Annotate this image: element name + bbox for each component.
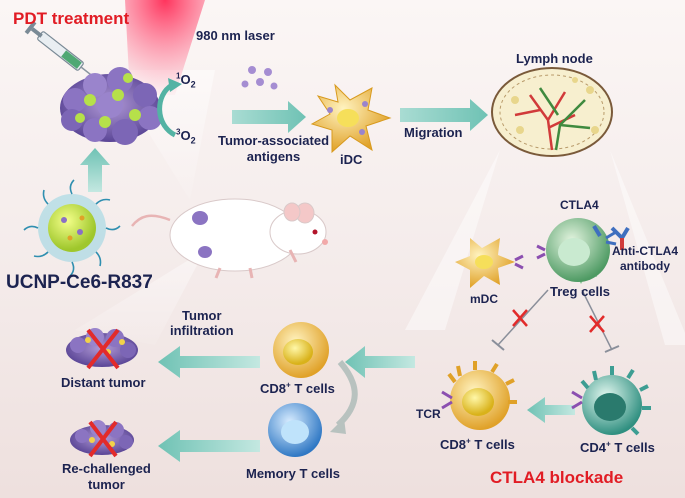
pdt-treatment-title: PDT treatment	[13, 9, 130, 28]
oxygen-conversion-arrow	[157, 82, 177, 138]
oxygen-arrowhead	[168, 78, 182, 92]
cd8-lower-label: CD8+ T cells	[440, 436, 515, 452]
distant-tumor	[66, 328, 138, 370]
lymph-node-label: Lymph node	[516, 51, 593, 66]
arrow-antigens-to-idc	[232, 101, 306, 133]
arrow-cd4-to-cd8	[527, 397, 575, 423]
antigen-dots	[241, 66, 278, 90]
mouse-illustration	[131, 198, 328, 279]
rechallenged-tumor	[70, 420, 134, 458]
memory-t-label: Memory T cells	[246, 466, 340, 481]
cd8-t-cell-effector	[273, 322, 329, 378]
tcr-label: TCR	[416, 407, 441, 421]
triplet-oxygen-label: 3O2	[176, 127, 196, 146]
mature-dendritic-cell	[455, 238, 524, 288]
memory-t-cell	[268, 403, 322, 457]
cd4-label: CD4+ T cells	[580, 439, 655, 455]
arrow-migration	[400, 99, 488, 131]
treg-label: Treg cells	[550, 284, 610, 299]
light-beam-lymph-right	[610, 150, 685, 345]
arrow-memory-to-rechallenge	[158, 430, 260, 462]
laser-beam	[125, 0, 205, 95]
anti-ctla4-antibody-icon	[592, 224, 630, 250]
tumor-infiltration-label: Tumor infiltration	[170, 308, 234, 338]
nanoparticle-label: UCNP-Ce6-R837	[6, 272, 153, 293]
cd8-effector-label: CD8+ T cells	[260, 380, 335, 396]
ctla4-label: CTLA4	[560, 198, 599, 212]
nanoparticle-ucnp	[23, 179, 121, 277]
arrow-cd8-to-memory	[335, 360, 358, 428]
anti-ctla4-label: Anti-CTLA4 antibody	[612, 244, 678, 273]
treg-cell	[536, 218, 617, 284]
migration-label: Migration	[404, 125, 463, 140]
immature-dendritic-cell	[310, 83, 392, 154]
arrow-cd8-to-memory-head	[330, 418, 346, 434]
singlet-oxygen-label: 1O2	[176, 71, 196, 90]
ctla4-blockade-label: CTLA4 blockade	[490, 468, 624, 487]
cd8-t-cell-lower	[441, 361, 517, 430]
arrow-lymph-to-cd8	[345, 346, 415, 378]
lymph-node	[491, 67, 613, 157]
syringe-icon	[24, 20, 100, 82]
tumor-antigens-label: Tumor-associated antigens	[218, 133, 330, 164]
laser-label: 980 nm laser	[196, 28, 275, 43]
idc-label: iDC	[340, 152, 363, 167]
distant-tumor-label: Distant tumor	[61, 375, 146, 390]
inhibition-treg-to-cd8	[491, 289, 549, 351]
light-beam-lymph-left	[405, 150, 500, 330]
inhibition-treg-to-cd4	[581, 289, 620, 353]
mdc-label: mDC	[470, 292, 499, 306]
arrow-nanoparticle-to-tumor	[80, 148, 110, 192]
light-beam-mouse-to-distant	[75, 250, 205, 345]
arrow-infiltration	[158, 346, 260, 378]
primary-tumor	[60, 67, 162, 145]
cd4-t-cell	[571, 366, 651, 436]
rechallenged-label: Re-challenged tumor	[62, 461, 151, 492]
